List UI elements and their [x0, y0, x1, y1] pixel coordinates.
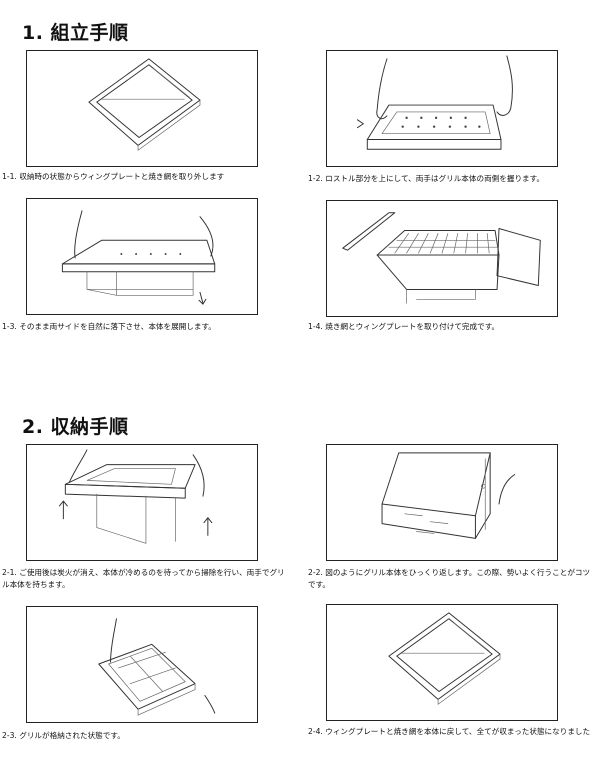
- grill-unfold-drawing: [61, 210, 216, 305]
- step-1-2-illustration: [326, 50, 558, 167]
- step-2-3-illustration: [26, 606, 258, 723]
- step-1-3-caption: 1-3. そのまま両サイドを自然に落下させ、本体を展開します。: [2, 322, 216, 331]
- step-1-4-illustration: [326, 200, 558, 317]
- section-title-assembly: 1. 組立手順: [22, 22, 129, 44]
- step-2-2-caption: 2-2. 図のようにグリル本体をひっくり返します。この際、勢いよく行うことがコツ…: [308, 568, 591, 589]
- step-2-1-caption: 2-1. ご使用後は炭火が消え、本体が冷めるのを待ってから掃除を行い、両手でグリ…: [2, 568, 285, 589]
- grill-fully-stored-drawing: [388, 612, 501, 705]
- step-1-2-caption: 1-2. ロストル部分を上にして、両手はグリル本体の両側を握ります。: [308, 174, 545, 183]
- collapsed-grill-drawing: [88, 58, 201, 151]
- step-1-3-illustration: [26, 198, 258, 315]
- grill-hands-grip-drawing: [356, 55, 513, 150]
- grill-stored-drawing: [98, 618, 216, 716]
- step-2-4-caption: 2-4. ウィングプレートと焼き網を本体に戻して、全てが収まった状態になりました: [308, 727, 591, 736]
- step-1-1-caption: 1-1. 収納時の状態からウィングプレートと焼き網を取り外します: [2, 172, 225, 181]
- grill-lift-drawing: [58, 449, 213, 544]
- grill-complete-drawing: [342, 212, 541, 304]
- grill-flip-drawing: [381, 452, 516, 539]
- step-2-1-illustration: [26, 444, 258, 561]
- section-title-storage: 2. 収納手順: [22, 416, 129, 438]
- step-2-2-illustration: [326, 444, 558, 561]
- step-1-1-illustration: [26, 50, 258, 167]
- step-1-4-caption: 1-4. 焼き網とウィングプレートを取り付けて完成です。: [308, 322, 500, 331]
- step-2-4-illustration: [326, 604, 558, 721]
- step-2-3-caption: 2-3. グリルが格納された状態です。: [2, 731, 125, 740]
